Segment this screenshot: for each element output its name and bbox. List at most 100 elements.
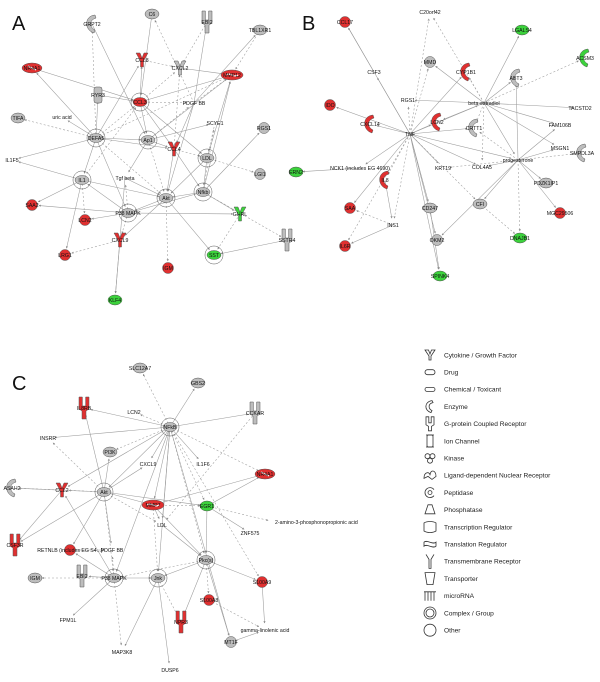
node-tnf[interactable]: TNF bbox=[405, 132, 415, 138]
node-nfkb[interactable]: Nfkb bbox=[193, 182, 213, 202]
node-il1f5[interactable]: IL1F5 bbox=[5, 158, 18, 164]
node-nfkb[interactable]: NFkB bbox=[160, 417, 180, 437]
node-nr4a1[interactable]: NR4A1 bbox=[21, 62, 43, 74]
node-defa5[interactable]: DEFA5 bbox=[86, 128, 106, 148]
node-amino[interactable]: 2-amino-3-phosphonopropionic acid bbox=[275, 520, 358, 526]
node-ccl3[interactable]: CCL3 bbox=[130, 92, 150, 112]
node-nck1[interactable]: NCK1 (includes EG 4690) bbox=[330, 166, 390, 172]
node-fpm1l[interactable]: FPM1L bbox=[60, 618, 77, 624]
node-cxcl9[interactable]: CXCL9 bbox=[112, 232, 129, 248]
node-nr4a1c[interactable]: NR4A1 bbox=[254, 468, 276, 480]
node-rgs1[interactable]: RGS1 bbox=[257, 122, 271, 134]
node-tgfbeta[interactable]: Tgf beta bbox=[115, 176, 134, 182]
node-col4a5[interactable]: COL4A5 bbox=[472, 165, 492, 171]
node-igm[interactable]: IGM bbox=[162, 262, 174, 274]
node-pi3k[interactable]: PI3K bbox=[102, 446, 118, 458]
node-ldl[interactable]: LDL bbox=[197, 148, 217, 168]
node-msgn1[interactable]: MSGN1 bbox=[551, 146, 570, 152]
node-ebi2c[interactable]: EBI2 bbox=[76, 564, 88, 588]
node-okm2[interactable]: OKM2 bbox=[430, 234, 445, 246]
node-cxcl14[interactable]: CXCL14 bbox=[360, 114, 380, 134]
node-csf3[interactable]: CSF3 bbox=[367, 70, 380, 76]
node-ccl8[interactable]: CCL8 bbox=[135, 52, 149, 68]
node-cxcl9c[interactable]: CXCL9 bbox=[140, 462, 157, 468]
node-cckar[interactable]: CCKAR bbox=[246, 401, 264, 425]
node-s100a9[interactable]: S100A9 bbox=[253, 576, 272, 588]
node-il8[interactable]: IL8 bbox=[379, 170, 390, 190]
node-p38c[interactable]: P38 MAPK bbox=[101, 568, 127, 588]
node-fam106b[interactable]: FAM106B bbox=[549, 123, 572, 129]
node-s100a8[interactable]: S100A8 bbox=[200, 594, 219, 606]
node-ins1[interactable]: INS1 bbox=[387, 223, 399, 229]
node-il1[interactable]: IL1 bbox=[72, 170, 92, 190]
node-saab[interactable]: SAA bbox=[344, 202, 356, 214]
node-ap1[interactable]: Ap1 bbox=[138, 130, 158, 150]
node-lgals4[interactable]: LGALS4 bbox=[512, 24, 532, 36]
node-ccl2[interactable]: CCL2 bbox=[55, 482, 69, 498]
node-cyp1b1[interactable]: CYP1B1 bbox=[456, 62, 476, 82]
node-csf3r[interactable]: CSF3R bbox=[6, 533, 24, 557]
node-pdgfbbc[interactable]: PDGF BB bbox=[101, 548, 124, 554]
node-mt1f[interactable]: MT1F bbox=[224, 636, 238, 648]
node-mmd[interactable]: MMD bbox=[424, 56, 437, 68]
node-lcn2c[interactable]: LCN2 bbox=[127, 410, 140, 416]
node-retnlb[interactable]: RETNLB (includes EG S4...) bbox=[37, 544, 103, 556]
node-krt19[interactable]: KRT19 bbox=[435, 166, 451, 172]
node-uric[interactable]: uric acid bbox=[52, 115, 71, 121]
node-akt[interactable]: Akt bbox=[156, 188, 176, 208]
node-tacstd2[interactable]: TACSTD2 bbox=[568, 106, 591, 112]
node-lcn2[interactable]: LCN2 bbox=[78, 214, 92, 226]
node-ebi2[interactable]: EBI2 bbox=[201, 10, 213, 34]
node-klf4[interactable]: KLF4 bbox=[107, 294, 123, 306]
node-tifa[interactable]: TIFA bbox=[10, 112, 26, 124]
node-aktc[interactable]: Akt bbox=[94, 482, 114, 502]
node-pkcs[interactable]: Pkc(s) bbox=[196, 550, 216, 570]
node-dusp6[interactable]: DUSP6 bbox=[161, 668, 178, 674]
node-ern2[interactable]: ERN2 bbox=[288, 166, 304, 178]
node-grpt2[interactable]: GRPT2 bbox=[83, 14, 101, 34]
node-pdgfbb[interactable]: PDGF BB bbox=[183, 101, 206, 107]
node-c6[interactable]: C6 bbox=[144, 8, 160, 20]
node-slc12a7[interactable]: SLC12A7 bbox=[129, 362, 151, 374]
node-cd247[interactable]: CD247 bbox=[422, 202, 438, 214]
node-rgs1b[interactable]: RGS1 bbox=[401, 98, 415, 104]
node-p38mapk[interactable]: P38 MAPK bbox=[115, 203, 141, 223]
node-insrr[interactable]: INSRR bbox=[40, 436, 56, 442]
node-igmc[interactable]: IGM bbox=[27, 572, 43, 584]
node-asah2[interactable]: ASAH2 bbox=[3, 478, 21, 498]
node-znf575[interactable]: ZNF575 bbox=[241, 531, 260, 537]
node-ido[interactable]: IDO bbox=[324, 99, 336, 111]
node-tbl1xr1[interactable]: TBL1XR1 bbox=[249, 24, 272, 36]
node-smpdl3a[interactable]: SMPDL3A bbox=[570, 143, 595, 163]
node-scye1[interactable]: SCYE1 bbox=[206, 121, 223, 127]
node-ldlc[interactable]: LDL bbox=[157, 523, 167, 529]
node-cfi[interactable]: CFI bbox=[472, 198, 488, 210]
node-lgi1[interactable]: LGI1 bbox=[254, 168, 266, 180]
node-lcn2b[interactable]: LCN2 bbox=[430, 112, 444, 132]
node-acsm3[interactable]: ACSM3 bbox=[576, 48, 594, 68]
node-ccl4[interactable]: CCL4 bbox=[167, 141, 181, 157]
node-il1f6[interactable]: IL1F6 bbox=[196, 462, 209, 468]
node-jnk[interactable]: Jnk bbox=[148, 568, 168, 588]
node-cxcl2[interactable]: CXCL2 bbox=[172, 60, 189, 76]
node-mmp12[interactable]: MMP12 bbox=[220, 69, 244, 81]
node-sst[interactable]: SST bbox=[204, 245, 224, 265]
node-ryr3[interactable]: RYR3 bbox=[91, 86, 105, 104]
node-il8rb[interactable]: IL8RB bbox=[77, 396, 92, 420]
node-saa2[interactable]: SAA2 bbox=[25, 199, 39, 211]
node-spink4[interactable]: SPINK4 bbox=[431, 270, 450, 282]
node-gamma[interactable]: gamma-linolenic acid bbox=[241, 628, 290, 634]
node-gbs2[interactable]: GBS2 bbox=[190, 377, 206, 389]
node-abt3[interactable]: ABT3 bbox=[510, 68, 523, 88]
node-c20orf[interactable]: C20orf42 bbox=[419, 10, 440, 16]
node-lrg1[interactable]: LRG1 bbox=[58, 249, 72, 261]
node-egr1[interactable]: EGR1 bbox=[199, 500, 215, 512]
node-ghrl[interactable]: GHRL bbox=[233, 206, 248, 222]
node-sstr4[interactable]: SSTR4 bbox=[279, 228, 296, 252]
node-mgc29506[interactable]: MGC29506 bbox=[547, 207, 574, 219]
node-map3k8[interactable]: MAP3K8 bbox=[112, 650, 133, 656]
node-npr3[interactable]: NPR3 bbox=[174, 610, 188, 634]
node-il6r[interactable]: IL6R bbox=[339, 240, 351, 252]
node-mmp7[interactable]: MMP7 bbox=[141, 499, 165, 511]
node-dnajb1[interactable]: DNAJB1 bbox=[510, 232, 530, 244]
